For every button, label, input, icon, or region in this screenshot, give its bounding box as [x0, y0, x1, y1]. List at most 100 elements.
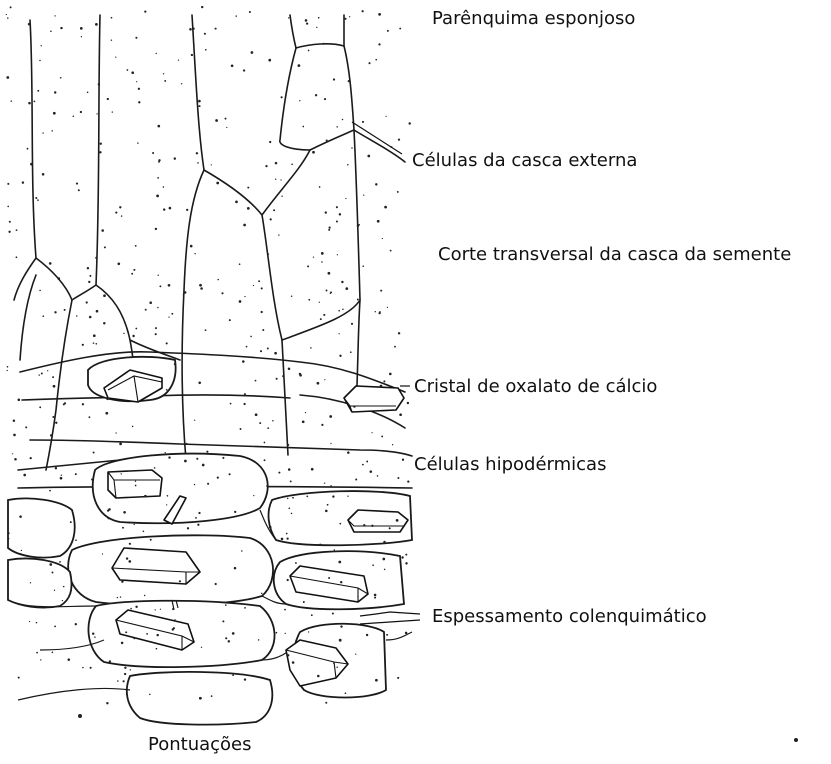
- stipple-dot: [211, 695, 213, 697]
- stipple-dot: [78, 714, 82, 718]
- stipple-dot: [28, 102, 31, 105]
- stipple-dot: [244, 393, 246, 395]
- stipple-dot: [137, 142, 138, 143]
- stipple-dot: [326, 139, 328, 141]
- stipple-dot: [345, 198, 346, 199]
- stipple-dot: [168, 316, 169, 317]
- stipple-dot: [308, 299, 310, 301]
- stipple-dot: [121, 642, 124, 645]
- stipple-dot: [157, 125, 160, 128]
- stipple-dot: [121, 473, 122, 474]
- stipple-dot: [135, 37, 137, 39]
- stipple-dot: [93, 334, 96, 337]
- stipple-dot: [336, 206, 338, 208]
- stipple-dot: [207, 483, 209, 485]
- stipple-dot: [302, 420, 305, 423]
- stipple-dot: [165, 452, 166, 453]
- stipple-dot: [292, 497, 294, 499]
- stipple-dot: [206, 451, 208, 453]
- crystal-2: [108, 470, 162, 498]
- stipple-dot: [198, 105, 200, 107]
- stipple-dot: [135, 328, 137, 330]
- stipple-dot: [383, 380, 385, 382]
- stipple-dot: [350, 351, 352, 353]
- stipple-dot: [200, 697, 202, 699]
- stipple-dot: [7, 370, 8, 371]
- stipple-dot: [184, 291, 187, 294]
- stipple-dot: [278, 472, 280, 474]
- stipple-dot: [317, 675, 320, 678]
- stipple-dot: [351, 147, 352, 148]
- stipple-dot: [150, 539, 152, 541]
- stipple-dot: [312, 151, 315, 154]
- stipple-dot: [362, 10, 364, 12]
- stipple-dot: [375, 679, 378, 682]
- stipple-dot: [398, 139, 400, 141]
- stipple-dot: [267, 348, 269, 350]
- stipple-dot: [196, 152, 198, 154]
- stipple-dot: [321, 261, 322, 262]
- stipple-dot: [217, 279, 218, 280]
- stipple-dot: [111, 39, 112, 40]
- stipple-dot: [326, 290, 328, 292]
- stipple-dot: [37, 199, 39, 201]
- stipple-dot: [181, 83, 182, 84]
- stipple-dot: [36, 652, 38, 654]
- stipple-dot: [205, 329, 207, 331]
- stipple-dot: [158, 275, 159, 276]
- stipple-dot: [149, 301, 152, 304]
- stipple-dot: [258, 639, 260, 641]
- stipple-dot: [197, 162, 199, 164]
- stipple-dot: [325, 702, 327, 704]
- stipple-dot: [261, 593, 262, 594]
- stipple-dot: [306, 496, 308, 498]
- stipple-dot: [7, 206, 9, 208]
- stipple-dot: [408, 540, 410, 542]
- stipple-dot: [264, 442, 266, 444]
- stipple-dot: [155, 228, 157, 230]
- stipple-dot: [38, 374, 39, 375]
- stipple-dot: [357, 596, 358, 597]
- stipple-dot: [339, 523, 341, 525]
- stipple-dot: [320, 318, 322, 320]
- stipple-dot: [333, 663, 334, 664]
- stipple-dot: [242, 360, 245, 363]
- stipple-dot: [22, 558, 23, 559]
- stipple-dot: [127, 69, 129, 71]
- stipple-dot: [397, 477, 399, 479]
- stipple-dot: [342, 119, 344, 121]
- stipple-dot: [168, 456, 170, 458]
- stipple-dot: [93, 452, 95, 454]
- stipple-dot: [60, 77, 62, 79]
- stipple-dot: [336, 666, 337, 667]
- stipple-dot: [232, 632, 235, 635]
- stipple-dot: [299, 374, 302, 377]
- stipple-dot: [398, 332, 400, 334]
- stipple-dot: [328, 272, 331, 275]
- stipple-dot: [225, 604, 227, 606]
- stipple-dot: [215, 119, 218, 122]
- stipple-dot: [249, 11, 251, 13]
- stipple-dot: [250, 336, 252, 338]
- stipple-dot: [366, 461, 368, 463]
- stipple-dot: [70, 521, 72, 523]
- stipple-dot: [167, 495, 169, 497]
- stipple-dot: [287, 444, 289, 446]
- stipple-dot: [200, 287, 203, 290]
- stipple-dot: [21, 550, 22, 551]
- stipple-dot: [55, 467, 57, 469]
- stipple-dot: [382, 238, 383, 239]
- stipple-dot: [375, 183, 377, 185]
- stipple-dot: [11, 100, 13, 102]
- stipple-dot: [196, 458, 198, 460]
- stipple-dot: [194, 484, 195, 485]
- stipple-dot: [183, 294, 185, 296]
- stipple-dot: [281, 538, 284, 541]
- stipple-dot: [382, 558, 385, 561]
- stipple-dot: [22, 181, 24, 183]
- stipple-dot: [124, 673, 126, 675]
- stipple-dot: [172, 608, 174, 610]
- stipple-dot: [321, 424, 323, 426]
- stipple-dot: [168, 284, 171, 287]
- stipple-dot: [75, 539, 77, 541]
